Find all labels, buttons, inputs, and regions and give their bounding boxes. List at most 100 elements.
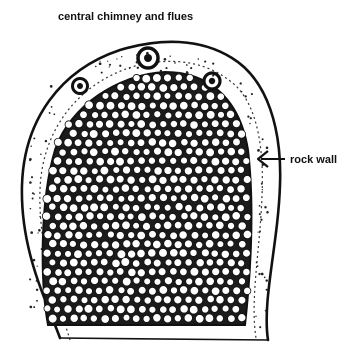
soil-speckle bbox=[30, 145, 32, 147]
comb-cell bbox=[149, 102, 156, 109]
comb-cell bbox=[148, 83, 156, 91]
comb-cell bbox=[174, 221, 181, 228]
comb-cell bbox=[102, 92, 109, 99]
comb-cell bbox=[128, 121, 135, 128]
comb-cell bbox=[211, 120, 219, 128]
comb-cell bbox=[149, 121, 157, 129]
comb-cell bbox=[118, 102, 126, 110]
soil-speckle bbox=[255, 316, 256, 317]
comb-cell bbox=[143, 315, 150, 322]
comb-cell bbox=[206, 148, 215, 157]
comb-cell bbox=[174, 315, 181, 322]
comb-cell bbox=[143, 148, 150, 155]
comb-cell bbox=[75, 305, 83, 313]
comb-cell bbox=[148, 138, 156, 146]
soil-speckle bbox=[259, 230, 261, 232]
comb-cell bbox=[153, 92, 161, 100]
comb-cell bbox=[164, 277, 172, 285]
comb-cell bbox=[196, 185, 203, 192]
comb-cell bbox=[222, 139, 230, 147]
comb-cell bbox=[222, 287, 230, 295]
comb-cell bbox=[174, 167, 181, 174]
comb-cell bbox=[137, 231, 146, 240]
comb-cell bbox=[80, 204, 88, 212]
soil-speckle bbox=[101, 72, 103, 74]
comb-cell bbox=[200, 213, 208, 221]
comb-cell bbox=[128, 268, 136, 276]
comb-cell bbox=[144, 240, 151, 247]
comb-cell bbox=[163, 296, 171, 304]
soil-speckle bbox=[36, 300, 38, 302]
soil-speckle bbox=[251, 93, 253, 95]
comb-cell bbox=[133, 277, 140, 284]
comb-cell bbox=[232, 231, 240, 239]
comb-cell bbox=[69, 240, 76, 247]
comb-cell bbox=[195, 315, 204, 324]
comb-cell bbox=[174, 241, 182, 249]
comb-cell bbox=[227, 186, 235, 194]
comb-cell bbox=[112, 129, 119, 136]
comb-cell bbox=[144, 297, 151, 304]
comb-cell bbox=[91, 168, 98, 175]
comb-cell bbox=[211, 102, 218, 109]
comb-cell bbox=[232, 212, 241, 221]
comb-cell bbox=[181, 212, 188, 219]
soil-speckle bbox=[29, 181, 32, 184]
comb-cell bbox=[154, 295, 162, 303]
comb-cell bbox=[237, 204, 244, 211]
comb-cell bbox=[117, 83, 125, 91]
comb-cell bbox=[127, 213, 134, 220]
comb-cell bbox=[137, 139, 145, 147]
soil-speckle bbox=[37, 265, 38, 266]
comb-cell bbox=[49, 239, 57, 247]
soil-speckle bbox=[136, 61, 139, 64]
comb-cell bbox=[238, 148, 245, 155]
comb-cell bbox=[54, 306, 61, 313]
comb-cell bbox=[80, 278, 87, 285]
comb-cell bbox=[132, 315, 140, 323]
soil-speckle bbox=[165, 67, 167, 69]
comb-cell bbox=[96, 157, 104, 165]
comb-cell bbox=[212, 194, 219, 201]
soil-speckle bbox=[29, 306, 32, 309]
comb-cell bbox=[122, 204, 130, 212]
comb-cell bbox=[159, 102, 167, 110]
comb-cell bbox=[222, 194, 230, 202]
comb-cell bbox=[184, 314, 192, 322]
comb-cell bbox=[160, 306, 167, 313]
soil-speckle bbox=[37, 232, 38, 233]
comb-cell bbox=[206, 110, 215, 119]
comb-cell bbox=[227, 222, 234, 229]
comb-cell bbox=[185, 185, 193, 193]
comb-cell bbox=[106, 175, 115, 184]
comb-cell bbox=[91, 277, 99, 285]
soil-speckle bbox=[266, 211, 269, 214]
comb-cell bbox=[79, 222, 87, 230]
comb-cell bbox=[239, 241, 247, 249]
comb-cell bbox=[190, 193, 198, 201]
comb-cell bbox=[238, 314, 246, 322]
comb-cell bbox=[232, 158, 240, 166]
comb-cell bbox=[64, 269, 72, 277]
comb-cell bbox=[190, 286, 199, 295]
comb-cell bbox=[116, 157, 125, 166]
comb-cell bbox=[160, 121, 167, 128]
soil-speckle bbox=[262, 189, 263, 190]
comb-cell bbox=[122, 277, 131, 286]
comb-cell bbox=[144, 278, 151, 285]
comb-cell bbox=[139, 305, 147, 313]
comb-cell bbox=[85, 177, 92, 184]
comb-cell bbox=[180, 83, 187, 90]
comb-cell bbox=[185, 259, 192, 266]
comb-cell bbox=[132, 129, 141, 138]
comb-cell bbox=[164, 93, 171, 100]
comb-cell bbox=[148, 157, 155, 164]
comb-cell bbox=[116, 305, 125, 314]
comb-cell bbox=[89, 130, 98, 139]
comb-cell bbox=[164, 204, 171, 211]
comb-cell bbox=[206, 92, 215, 101]
comb-cell bbox=[237, 130, 245, 138]
comb-cell bbox=[222, 157, 230, 165]
comb-cell bbox=[144, 186, 151, 193]
